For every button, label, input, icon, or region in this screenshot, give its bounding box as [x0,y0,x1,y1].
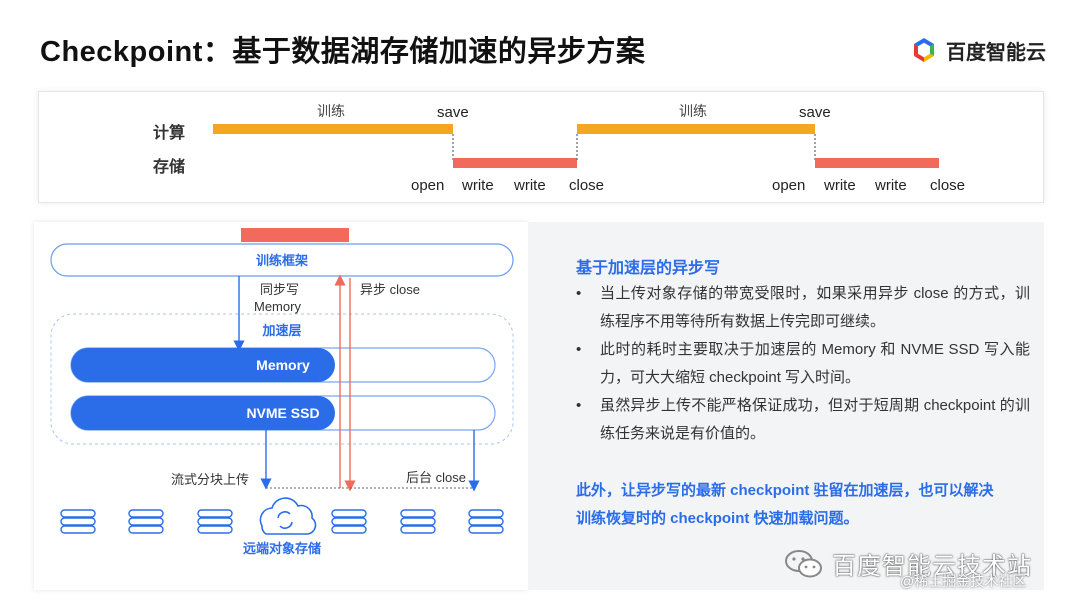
io-label-write: write [461,177,494,194]
io-label-close: close [569,177,604,194]
bullet-item: • 当上传对象存储的带宽受限时，如果采用异步 close 的方式，训练程序不用等… [576,280,1030,336]
memory-label: Memory [256,357,310,373]
baidu-cloud-logo-icon [914,38,934,62]
compute-bar [213,124,453,134]
framework-box [50,243,514,277]
row-label-compute: 计算 [153,123,185,142]
train-label: 训练 [679,103,707,119]
database-icon [400,509,436,534]
io-label-write: write [513,177,546,194]
bullet-item: • 虽然异步上传不能严格保证成功，但对于短周期 checkpoint 的训练任务… [576,392,1030,448]
io-label-close: close [930,177,965,194]
bullet-item: • 此时的耗时主要取决于加速层的 Memory 和 NVME SSD 写入能力，… [576,336,1030,392]
database-icon [60,509,96,534]
io-label-write: write [874,177,907,194]
storage-bar [453,158,577,168]
bullet-dot: • [576,397,582,414]
async-close-label: 异步 close [360,282,420,297]
highlight-note: 此外，让异步写的最新 checkpoint 驻留在加速层，也可以解决训练恢复时的… [576,482,994,527]
train-label: 训练 [317,103,345,119]
nvme-fill [71,396,335,430]
cloud-sync-icon [259,497,317,535]
bullet-text: 当上传对象存储的带宽受限时，如果采用异步 close 的方式，训练程序不用等待所… [600,285,1030,330]
database-icon [197,509,233,534]
remote-storage-label: 远端对象存储 [243,541,321,556]
stream-upload-label: 流式分块上传 [171,472,249,487]
memory-fill [71,348,335,382]
save-label: save [799,104,831,121]
watermark: 百度智能云技术站 [784,546,1032,581]
watermark-text: 百度智能云技术站 [832,553,1032,580]
wechat-icon [785,549,822,577]
checkpoint-block [241,228,349,242]
bullet-text: 虽然异步上传不能严格保证成功，但对于短周期 checkpoint 的训练任务来说… [600,397,1030,442]
timeline-panel: 计算 存储 训练 save open write write close 训练 … [38,91,1044,203]
bullet-text: 此时的耗时主要取决于加速层的 Memory 和 NVME SSD 写入能力，可大… [600,341,1030,386]
row-label-storage: 存储 [153,157,185,176]
compute-bar [577,124,815,134]
io-label-open: open [411,177,444,194]
bullet-dot: • [576,285,582,302]
description-heading: 基于加速层的异步写 [576,260,721,277]
bullet-dot: • [576,341,582,358]
description-panel: 基于加速层的异步写 • 当上传对象存储的带宽受限时，如果采用异步 close 的… [528,222,1044,590]
sync-write-label: 同步写 [260,282,299,297]
nvme-label: NVME SSD [246,405,319,421]
watermark-subtext: @稀土掘金技术社区 [900,573,1027,589]
bg-close-label: 后台 close [406,470,466,485]
save-label: save [437,104,469,121]
storage-bar [815,158,939,168]
database-icon [128,509,164,534]
io-label-write: write [823,177,856,194]
framework-label: 训练框架 [256,253,308,268]
page-title: Checkpoint：基于数据湖存储加速的异步方案 [40,36,646,68]
accel-layer-label: 加速层 [261,323,301,338]
sync-memory-label: Memory [254,299,301,314]
architecture-diagram: 训练框架 加速层 Memory NVME SSD 同步写 Memory 异步 c… [34,222,528,590]
brand-logo: 百度智能云 [910,34,1046,66]
database-icon [331,509,367,534]
brand-name: 百度智能云 [946,41,1046,64]
io-label-open: open [772,177,805,194]
database-icon [468,509,504,534]
